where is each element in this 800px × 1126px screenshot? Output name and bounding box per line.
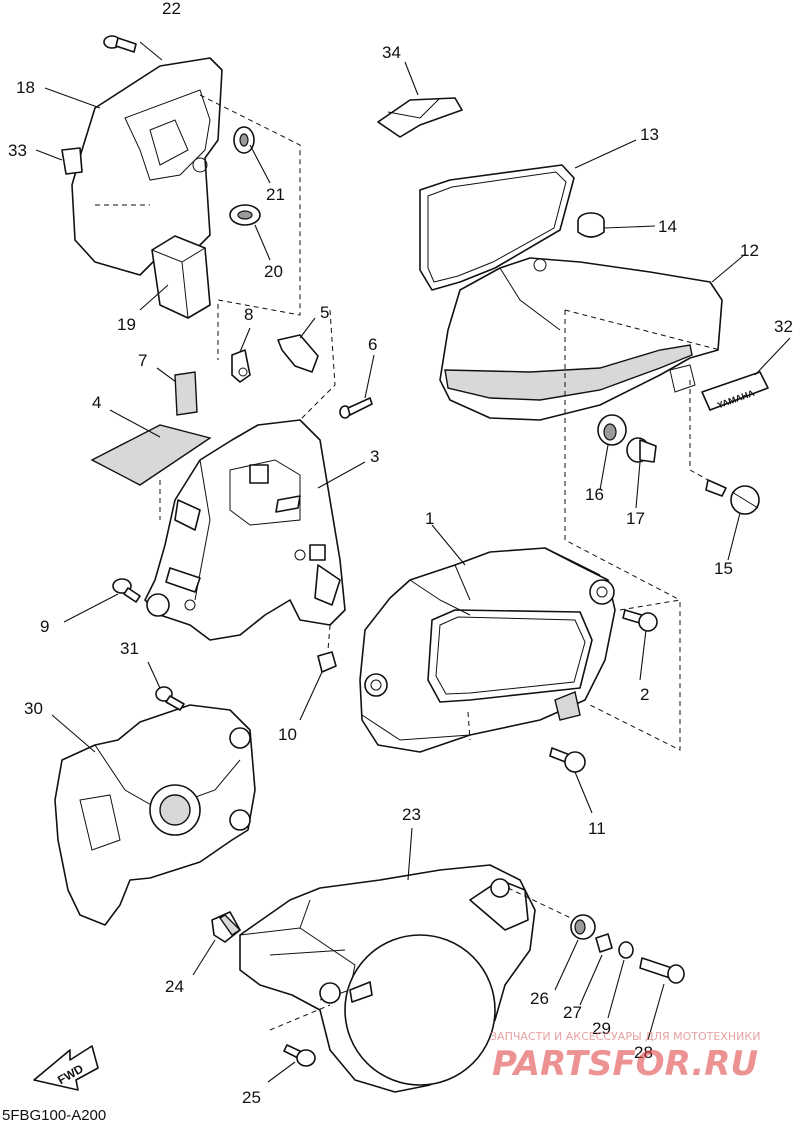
callout-25: 25 bbox=[242, 1088, 261, 1107]
callout-15: 15 bbox=[714, 559, 733, 578]
callout-28: 28 bbox=[634, 1043, 653, 1062]
callout-8: 8 bbox=[244, 305, 253, 324]
part-28-bolt bbox=[639, 957, 685, 984]
part-4-pad bbox=[90, 424, 212, 486]
part-17-collar bbox=[626, 437, 657, 463]
callout-14: 14 bbox=[658, 217, 677, 236]
callout-16: 16 bbox=[585, 485, 604, 504]
part-3-bracket bbox=[144, 309, 346, 641]
callout-3: 3 bbox=[370, 447, 379, 466]
callout-29: 29 bbox=[592, 1019, 611, 1038]
callout-31: 31 bbox=[120, 639, 139, 658]
callout-33: 33 bbox=[8, 141, 27, 160]
fwd-arrow-icon: FWD bbox=[33, 1045, 99, 1091]
callout-9: 9 bbox=[40, 617, 49, 636]
part-14-grommet bbox=[577, 212, 605, 238]
part-29-washer bbox=[618, 941, 634, 959]
callout-5: 5 bbox=[320, 303, 329, 322]
watermark-line2: PARTSFOR.RU bbox=[492, 1044, 758, 1084]
callout-7: 7 bbox=[138, 351, 147, 370]
part-5-clip bbox=[277, 334, 319, 373]
part-12-sidecover bbox=[439, 257, 723, 601]
part-11-bolt bbox=[549, 747, 586, 773]
part-33-tag bbox=[61, 147, 83, 175]
callout-6: 6 bbox=[368, 335, 377, 354]
part-9-bolt bbox=[112, 578, 141, 603]
callout-10: 10 bbox=[278, 725, 297, 744]
callout-24: 24 bbox=[165, 977, 184, 996]
part-16-grommet bbox=[597, 414, 627, 446]
watermark: ЗАПЧАСТИ И АКСЕССУАРЫ ДЛЯ МОТОТЕХНИКИ PA… bbox=[490, 1030, 760, 1084]
callout-17: 17 bbox=[626, 509, 645, 528]
leader-lines bbox=[35, 41, 791, 1083]
part-19-foam bbox=[151, 235, 211, 319]
callout-22: 22 bbox=[162, 0, 181, 18]
part-13-panel bbox=[419, 164, 575, 291]
callout-numbers: 22 18 33 21 20 19 34 13 14 12 32 8 5 7 6… bbox=[8, 0, 793, 1107]
callout-26: 26 bbox=[530, 989, 549, 1008]
watermark-line1: ЗАПЧАСТИ И АКСЕССУАРЫ ДЛЯ МОТОТЕХНИКИ bbox=[490, 1030, 760, 1043]
part-34-tag bbox=[377, 97, 463, 138]
callout-18: 18 bbox=[16, 78, 35, 97]
part-26-grommet bbox=[570, 914, 596, 940]
callout-32: 32 bbox=[774, 317, 793, 336]
callout-34: 34 bbox=[382, 43, 401, 62]
part-6-rivet bbox=[339, 397, 373, 419]
part-8-clip bbox=[231, 349, 251, 383]
part-31-bolt bbox=[155, 686, 185, 711]
callout-12: 12 bbox=[740, 241, 759, 260]
part-10-nut bbox=[317, 624, 337, 673]
part-27-collar bbox=[595, 933, 613, 953]
callout-23: 23 bbox=[402, 805, 421, 824]
part-7-pad bbox=[174, 371, 198, 416]
callout-11: 11 bbox=[588, 819, 606, 838]
callout-20: 20 bbox=[264, 262, 283, 281]
part-30-cover bbox=[54, 704, 256, 926]
diagram-code: 5FBG100-A200 bbox=[2, 1107, 106, 1124]
callout-21: 21 bbox=[266, 185, 285, 204]
part-20-grommet bbox=[229, 204, 261, 226]
callout-19: 19 bbox=[117, 315, 136, 334]
part-15-screw bbox=[689, 380, 760, 515]
part-23-housing bbox=[239, 864, 576, 1093]
part-25-bolt bbox=[283, 1044, 316, 1067]
callout-30: 30 bbox=[24, 699, 43, 718]
part-21-grommet bbox=[233, 126, 255, 154]
part-22-bolt bbox=[103, 35, 137, 53]
callout-4: 4 bbox=[92, 393, 101, 412]
callout-2: 2 bbox=[640, 685, 649, 704]
part-2-bolt bbox=[622, 609, 658, 632]
part-24-grommet bbox=[211, 911, 242, 943]
part-32-emblem: YAMAHA bbox=[701, 371, 769, 411]
callout-27: 27 bbox=[563, 1003, 582, 1022]
part-1-airbox bbox=[359, 547, 681, 753]
callout-1: 1 bbox=[425, 509, 434, 528]
callout-13: 13 bbox=[640, 125, 659, 144]
